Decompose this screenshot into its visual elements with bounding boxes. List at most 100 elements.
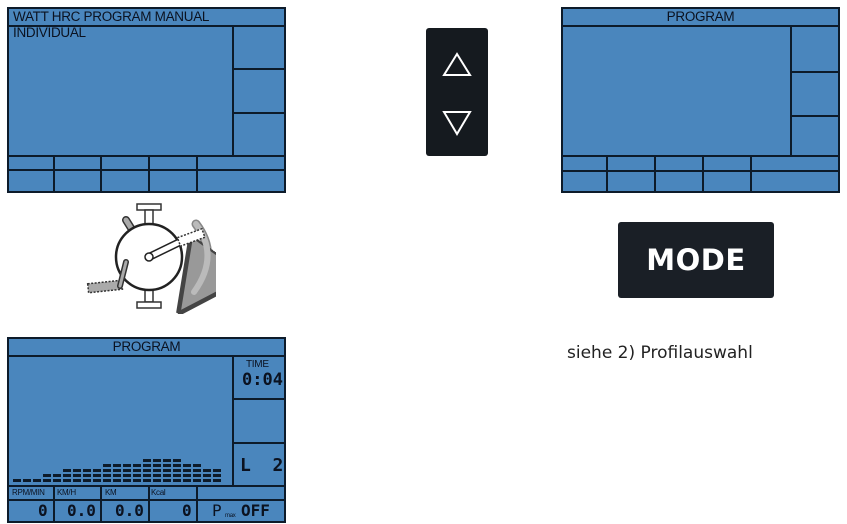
profile-bar-segment	[133, 464, 141, 467]
profile-bar-segment	[63, 479, 71, 482]
profile-bar-segment	[73, 474, 81, 477]
profile-bar-segment	[153, 474, 161, 477]
profile-bar	[113, 355, 121, 483]
profile-bar-segment	[133, 469, 141, 472]
profile-bar	[213, 355, 221, 483]
profile-bar-segment	[123, 474, 131, 477]
profile-bar-segment	[123, 479, 131, 482]
profile-bar-segment	[143, 464, 151, 467]
profile-bar-segment	[173, 469, 181, 472]
profile-bar-segment	[43, 474, 51, 477]
arrow-keypad	[426, 28, 488, 156]
lcd-header: PROGRAM	[563, 9, 838, 25]
profile-bar-segment	[113, 464, 121, 467]
profile-bar-segment	[123, 464, 131, 467]
kcal-value: 0	[182, 501, 192, 520]
profile-bar-segment	[103, 469, 111, 472]
profile-bar-graph	[13, 355, 231, 483]
mode-button[interactable]: MODE	[618, 222, 774, 298]
profile-bar-segment	[173, 479, 181, 482]
divider	[790, 115, 838, 117]
profile-bar-segment	[203, 474, 211, 477]
profile-bar-segment	[143, 479, 151, 482]
divider	[196, 485, 198, 521]
divider	[232, 398, 284, 400]
profile-bar-segment	[163, 464, 171, 467]
pmax-value: OFF	[241, 501, 270, 520]
triangle-down-icon[interactable]	[426, 28, 488, 156]
lcd-header: PROGRAM	[9, 339, 284, 355]
divider	[790, 25, 792, 157]
profile-bar-segment	[193, 464, 201, 467]
profile-bar-segment	[23, 479, 31, 482]
profile-bar-segment	[213, 479, 221, 482]
profile-bar	[123, 355, 131, 483]
profile-bar-segment	[163, 459, 171, 462]
profile-bar-segment	[183, 474, 191, 477]
profile-bar-segment	[53, 479, 61, 482]
profile-bar-segment	[133, 479, 141, 482]
divider	[232, 25, 234, 157]
profile-bar	[103, 355, 111, 483]
profile-bar	[183, 355, 191, 483]
divider	[654, 155, 656, 191]
profile-bar-segment	[133, 474, 141, 477]
profile-bar-segment	[103, 479, 111, 482]
profile-bar-segment	[213, 469, 221, 472]
lcd-panel-overview: WATT HRC PROGRAM MANUAL INDIVIDUAL	[7, 7, 286, 193]
divider	[563, 25, 838, 27]
profile-bar-segment	[73, 469, 81, 472]
divider	[232, 68, 284, 70]
profile-bar-segment	[153, 469, 161, 472]
profile-bar	[83, 355, 91, 483]
profile-bar-segment	[143, 474, 151, 477]
profile-bar-segment	[63, 474, 71, 477]
profile-bar	[63, 355, 71, 483]
divider	[790, 71, 838, 73]
profile-bar-segment	[163, 479, 171, 482]
profile-bar-segment	[33, 479, 41, 482]
divider	[196, 155, 198, 191]
profile-bar-segment	[173, 464, 181, 467]
divider	[702, 155, 704, 191]
rpm-label: RPM/MIN	[12, 488, 45, 497]
kmh-value: 0.0	[67, 501, 96, 520]
profile-bar-segment	[213, 474, 221, 477]
rpm-value: 0	[38, 501, 48, 520]
divider	[9, 485, 284, 487]
profile-bar-segment	[143, 459, 151, 462]
profile-bar-segment	[103, 474, 111, 477]
lcd-panel-program: PROGRAM	[561, 7, 840, 193]
profile-bar	[143, 355, 151, 483]
profile-bar-segment	[163, 474, 171, 477]
kmh-label: KM/H	[57, 488, 76, 497]
time-label: TIME	[246, 359, 269, 370]
profile-bar	[203, 355, 211, 483]
profile-bar-segment	[113, 479, 121, 482]
profile-bar-segment	[93, 469, 101, 472]
profile-bar-segment	[143, 469, 151, 472]
profile-bar	[53, 355, 61, 483]
divider	[9, 169, 284, 171]
profile-bar-segment	[103, 464, 111, 467]
profile-bar-segment	[13, 479, 21, 482]
lcd-panel-program-running: PROGRAM TIME 0:04 L 2 RPM/MIN KM/H KM Kc…	[7, 337, 286, 523]
profile-bar-segment	[73, 479, 81, 482]
divider	[232, 112, 284, 114]
divider	[9, 25, 284, 27]
kcal-label: Kcal	[151, 488, 165, 497]
profile-bar-segment	[113, 474, 121, 477]
profile-bar-segment	[193, 474, 201, 477]
profile-bar	[163, 355, 171, 483]
profile-bar-segment	[153, 459, 161, 462]
divider	[148, 485, 150, 521]
pmax-subscript: max	[225, 513, 235, 519]
profile-bar-segment	[163, 469, 171, 472]
profile-bar-segment	[183, 469, 191, 472]
divider	[563, 170, 838, 172]
profile-bar-segment	[173, 459, 181, 462]
pmax-prefix: P	[212, 501, 222, 520]
km-value: 0.0	[115, 501, 144, 520]
profile-bar	[33, 355, 41, 483]
profile-bar	[193, 355, 201, 483]
